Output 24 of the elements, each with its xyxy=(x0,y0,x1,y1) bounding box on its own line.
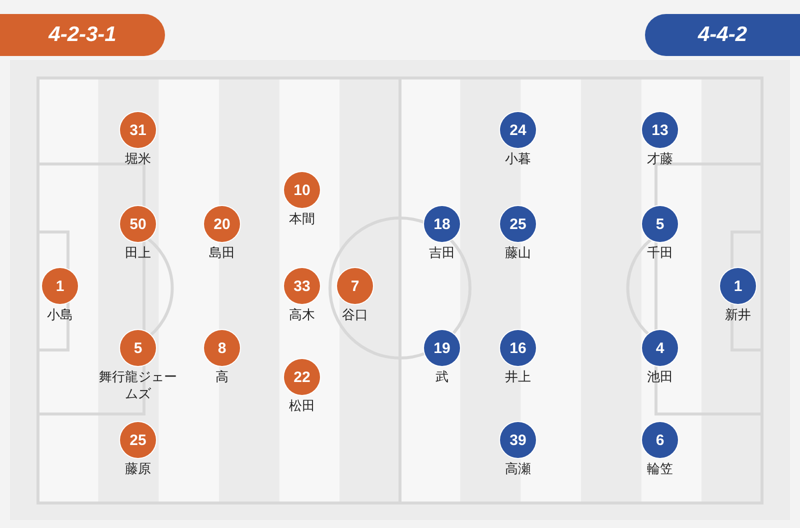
player-name: 小島 xyxy=(46,307,74,324)
player-name: 池田 xyxy=(646,369,674,386)
player-name: 島田 xyxy=(208,245,236,262)
player-name: 本間 xyxy=(288,211,316,228)
player-name: 吉田 xyxy=(428,245,456,262)
player-name: 堀米 xyxy=(124,151,152,168)
player-name: 高 xyxy=(214,369,230,386)
player-name: 武 xyxy=(434,369,450,386)
formation-banner: 4-4-2 xyxy=(645,14,800,56)
player-name: 藤山 xyxy=(504,245,532,262)
player-name: 高瀬 xyxy=(504,461,532,478)
player-name: 才藤 xyxy=(646,151,674,168)
player-name: 井上 xyxy=(504,369,532,386)
player-name: 谷口 xyxy=(341,307,369,324)
player-name: 小暮 xyxy=(504,151,532,168)
player-name: 千田 xyxy=(646,245,674,262)
player-name: 舞行龍ジェームズ xyxy=(98,369,178,403)
player-name: 松田 xyxy=(288,398,316,415)
player-name: 新井 xyxy=(724,307,752,324)
player-name: 田上 xyxy=(124,245,152,262)
player-name: 高木 xyxy=(288,307,316,324)
player-name: 輪笠 xyxy=(646,461,674,478)
player-name: 藤原 xyxy=(124,461,152,478)
formation-banner: 4-2-3-1 xyxy=(0,14,165,56)
